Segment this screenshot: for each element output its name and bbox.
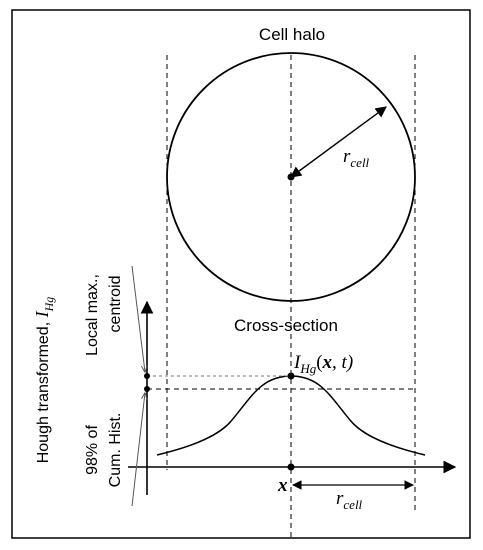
cross-section-label: Cross-section [234,316,338,335]
radius-arrow [290,106,387,178]
bottom-radius-label: rcell [336,488,363,512]
cell-halo-title: Cell halo [259,25,325,44]
histogram-label-line2: Cum. Hist. [107,413,124,488]
y-axis-label: Hough transformed, IHg [32,297,56,464]
local-max-pointer-arrow [131,265,145,372]
histogram-label-line1: 98% of [84,425,101,475]
x-position-label: x [277,475,288,496]
peak-dot [287,372,295,380]
local-max-label-line1: Local max., [84,274,101,356]
peak-label: IHg(x, t) [293,352,353,376]
x-position-dot [287,463,295,471]
radius-label: rcell [343,146,370,170]
threshold-pointer-arrow [131,393,145,507]
threshold-axis-dot [144,386,150,392]
local-max-axis-dot [144,373,150,379]
local-max-label-line2: centroid [107,276,124,333]
figure-frame [11,9,471,539]
